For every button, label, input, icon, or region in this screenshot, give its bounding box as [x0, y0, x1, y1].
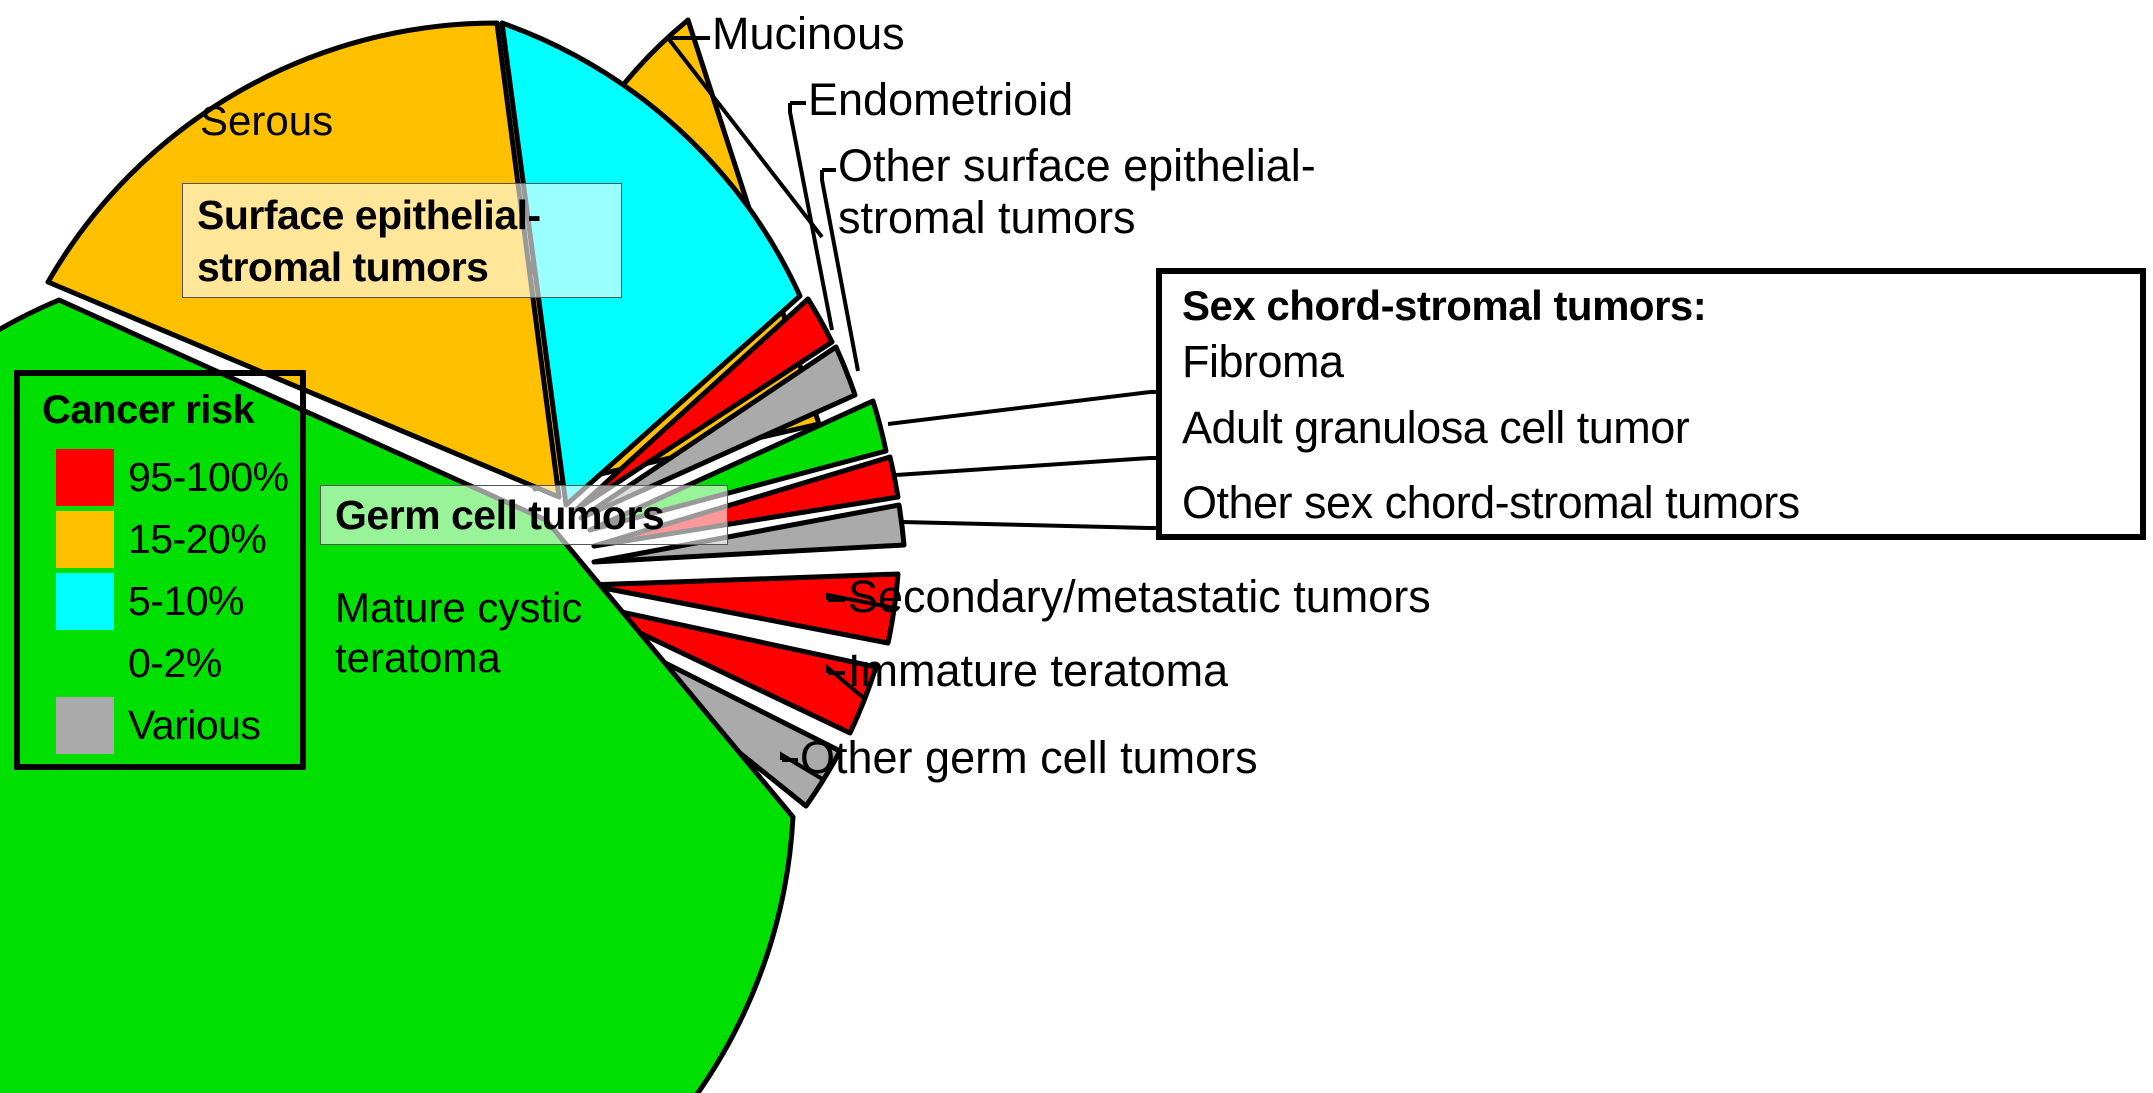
callout-endometrioid: Endometrioid	[808, 74, 1074, 125]
legend-row[interactable]: 5-10%	[56, 570, 306, 632]
callout-other-germ-cell-tumors: Other germ cell tumors	[800, 732, 1258, 783]
legend-label: 0-2%	[128, 639, 222, 686]
legend-color-swatch	[56, 448, 114, 506]
legend-label: 95-100%	[128, 453, 289, 500]
group-box-surface-epithelial-stromal-tumors: Surface epithelial- stromal tumors	[182, 183, 622, 298]
legend-color-swatch	[56, 510, 114, 568]
pie-label-mature-cystic-teratoma: Mature cystic teratoma	[335, 584, 583, 681]
pie-label-serous: Serous	[200, 97, 334, 144]
legend-label: 5-10%	[128, 577, 245, 624]
group-box-germ-cell-tumors: Germ cell tumors	[320, 485, 728, 545]
callout-secondary-metastatic-tumors: Secondary/metastatic tumors	[848, 571, 1431, 622]
leader-granulosa	[895, 456, 1168, 477]
legend-row[interactable]: 15-20%	[56, 508, 306, 570]
slice-other-sexcord[interactable]	[591, 502, 907, 565]
legend-row[interactable]: 95-100%	[56, 446, 306, 508]
legend-color-swatch	[56, 634, 114, 692]
slice-other-surface-epithelial[interactable]	[578, 344, 858, 521]
sex-chord-item-adult-granulosa-cell-tumor: Adult granulosa cell tumor	[1182, 402, 1690, 453]
slice-endometrioid[interactable]	[574, 296, 835, 512]
leader-other-germ	[780, 751, 826, 782]
leader-mucinous	[666, 36, 824, 239]
callout-mucinous: Mucinous	[712, 8, 905, 59]
sex-chord-item-fibroma: Fibroma	[1182, 336, 1344, 387]
legend-item-list: 95-100% 15-20% 5-10% 0-2% Various	[56, 446, 306, 756]
leader-fibroma	[887, 390, 1168, 426]
legend-label: 15-20%	[128, 515, 267, 562]
callout-other-surface-epithelial-stromal-tumors: Other surface epithelial- stromal tumors	[838, 140, 1316, 243]
legend-color-swatch	[56, 572, 114, 630]
leader-other-sexcord	[901, 520, 1168, 530]
legend-row[interactable]: Various	[56, 694, 306, 756]
sex-chord-stromal-tumors-box: Sex chord-stromal tumors: Fibroma Adult …	[1156, 268, 2146, 540]
cancer-risk-legend: Cancer risk 95-100% 15-20% 5-10% 0-2% Variou…	[14, 370, 306, 770]
legend-title: Cancer risk	[42, 388, 255, 432]
leader-endometrioid	[788, 101, 834, 331]
slice-secondary-metastatic[interactable]	[585, 571, 901, 646]
leader-other-surface	[820, 168, 860, 372]
sex-chord-item-other-sex-chord-stromal-tumors: Other sex chord-stromal tumors	[1182, 477, 1800, 528]
sex-chord-stromal-title: Sex chord-stromal tumors:	[1182, 282, 1707, 329]
slice-mature-cystic-teratoma[interactable]	[0, 297, 796, 1093]
legend-label: Various	[128, 701, 261, 748]
leader-immature	[826, 663, 868, 702]
callout-immature-teratoma: Immature teratoma	[848, 645, 1229, 696]
legend-row[interactable]: 0-2%	[56, 632, 306, 694]
legend-color-swatch	[56, 696, 114, 754]
leader-secondary	[826, 592, 895, 610]
slice-mucinous[interactable]	[499, 20, 803, 508]
